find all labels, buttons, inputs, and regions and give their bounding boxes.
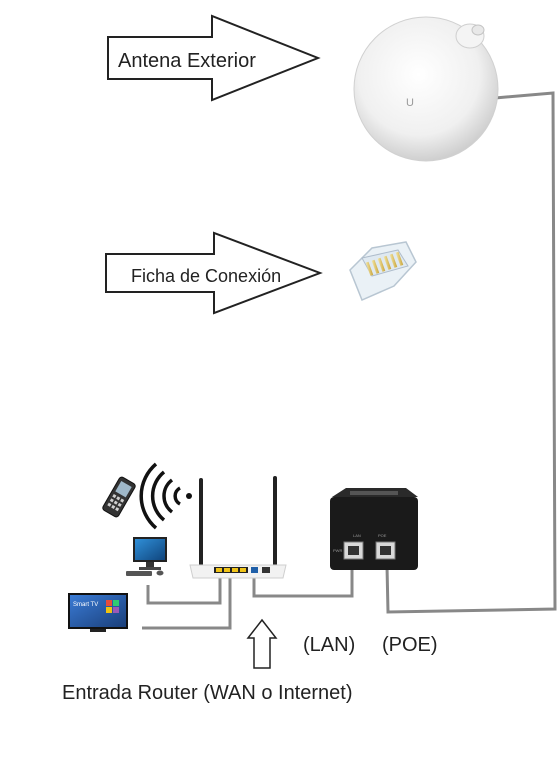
poe-injector-icon: PWR LAN POE [330,488,418,570]
cable-router-to-poe-lan [252,564,354,598]
right-arrow-icon [107,14,321,102]
outdoor-antenna-icon: U [353,16,499,162]
poe-label: (POE) [382,634,438,656]
right-arrow-icon [105,231,323,315]
cables [142,91,557,630]
poe-port-lan-label: LAN [353,533,361,538]
antenna-label-arrow: Antena Exterior [107,14,321,102]
poe-power-label: PWR [333,548,342,553]
cable-tv-to-router [142,575,232,630]
antenna-logo: U [406,97,414,109]
tv-brand: Smart TV [73,602,98,608]
cable-antenna-to-poe [385,91,557,614]
mobile-phone-icon [102,476,136,518]
connector-label-arrow: Ficha de Conexión [105,231,323,315]
cable-monitor-to-router [146,575,222,605]
connector-label: Ficha de Conexión [131,266,281,286]
wan-label: Entrada Router (WAN o Internet) [62,682,353,704]
smart-tv-icon: Smart TV [68,593,128,632]
wifi-signal-icon [139,462,192,530]
wifi-router-icon [189,476,287,579]
up-arrow-icon [246,618,278,669]
lan-label: (LAN) [303,634,355,656]
desktop-computer-icon [126,537,167,576]
antenna-label: Antena Exterior [118,50,256,72]
rj45-connector-icon [349,241,417,301]
poe-port-poe-label: POE [378,533,387,538]
